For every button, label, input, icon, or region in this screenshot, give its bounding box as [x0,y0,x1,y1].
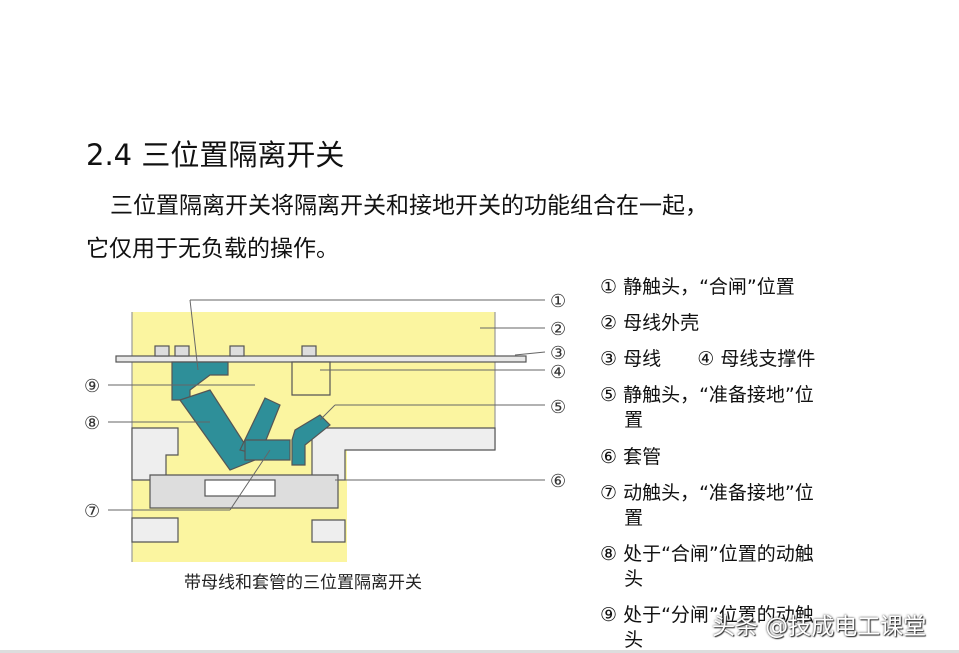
legend-item: ⑨ 处于“分闸”位置的动触 [600,604,814,626]
section-title: 2.4 三位置隔离开关 [86,138,345,172]
body-text-line: 它仅用于无负载的操作。 [86,236,339,262]
callout-6: ⑥ [550,471,566,492]
legend-item: 头 [600,568,644,590]
legend-item: ⑧ 处于“合闸”位置的动触 [600,543,814,565]
callout-7: ⑦ [84,501,100,522]
legend-item: ① 静触头，“合闸”位置 [600,276,795,298]
disconnector-diagram: ① ② ③ ④ ⑤ ⑥ ⑦ ⑧ ⑨ [84,291,566,562]
figure-caption: 带母线和套管的三位置隔离开关 [184,573,422,593]
legend-item: ② 母线外壳 [600,312,700,334]
legend-item: 头 [600,629,644,651]
legend-item: 置 [600,409,644,431]
callout-3: ③ [550,343,566,364]
callout-8: ⑧ [84,413,100,434]
callout-2: ② [550,319,566,340]
watermark: 头条 @技成电工课堂 [712,614,927,640]
legend-item: 置 [600,507,644,529]
body-text-line: 三位置隔离开关将隔离开关和接地开关的功能组合在一起， [110,193,708,219]
callout-1: ① [550,291,566,312]
callout-4: ④ [550,362,566,383]
callout-5: ⑤ [550,397,566,418]
callout-9: ⑨ [84,376,100,397]
divider [0,650,959,653]
legend-item: ③ 母线 ④ 母线支撑件 [600,348,816,370]
legend-item: ⑥ 套管 [600,446,662,468]
legend-item: ⑤ 静触头，“准备接地”位 [600,384,814,406]
legend-item: ⑦ 动触头，“准备接地”位 [600,482,814,504]
